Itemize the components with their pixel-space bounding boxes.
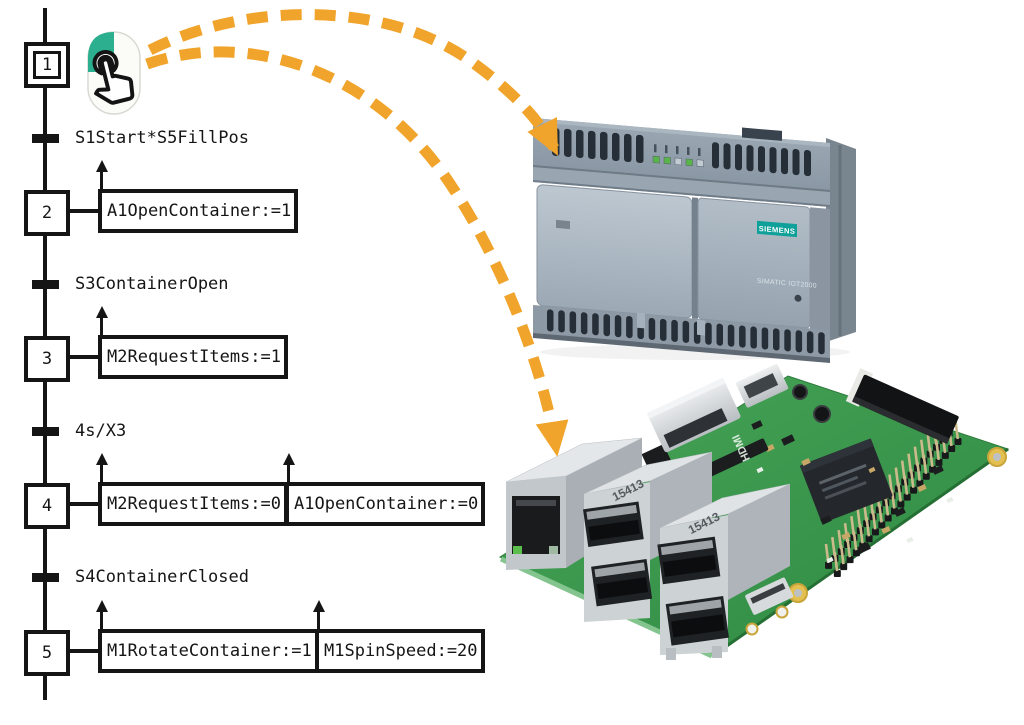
sfc-step-3: 3 — [24, 336, 70, 382]
action-arrow-head — [96, 453, 108, 465]
action-arrow-line — [100, 611, 103, 629]
sfc-step-5: 5 — [24, 630, 70, 676]
mouse-left-button — [88, 32, 114, 72]
sfc-transition-3-condition: 4s/X3 — [75, 421, 127, 441]
sfc-action-box: A1OpenContainer:=0 — [285, 482, 485, 526]
step-number: 3 — [41, 349, 53, 369]
action-arrow-line — [100, 464, 103, 482]
action-connector — [70, 502, 98, 506]
plc-shadow — [540, 344, 850, 360]
hdmi-silkscreen: HDMI — [730, 433, 753, 464]
action-arrow-line — [287, 464, 290, 482]
action-arrow-head — [313, 600, 325, 612]
sfc-step-1-initial: 1 — [24, 42, 70, 88]
step-number: 1 — [41, 55, 53, 75]
sfc-step-2: 2 — [24, 190, 70, 236]
sfc-action-box: M1RotateContainer:=1 — [98, 629, 319, 673]
action-arrow-line — [100, 171, 103, 189]
step-number: 5 — [41, 643, 53, 663]
action-arrow-line — [100, 317, 103, 335]
sfc-transition-4-bar — [32, 573, 59, 582]
step-number: 4 — [41, 496, 53, 516]
action-arrow-head — [283, 453, 295, 465]
pointer-hand-icon — [92, 50, 135, 105]
sfc-transition-2-condition: S3ContainerOpen — [75, 274, 229, 294]
sfc-transition-1-bar — [32, 134, 59, 143]
usb-port-stack: 15413 — [657, 483, 791, 660]
pcb — [498, 375, 1010, 656]
action-arrow-head — [96, 306, 108, 318]
sfc-transition-2-bar — [32, 280, 59, 289]
mounting-hole — [987, 447, 1007, 467]
mounting-hole — [788, 583, 808, 603]
sfc-transition-3-bar — [32, 427, 59, 436]
dsi-connector — [845, 368, 959, 444]
usb-port-label: 15413 — [686, 509, 722, 537]
plc-vent-row-left — [552, 127, 644, 164]
arrow-to-sbc — [145, 46, 569, 457]
plc-vent-row-bottom — [547, 309, 825, 355]
plc-model-text: SIMATIC IOT2000 — [757, 278, 817, 290]
usb-port-label: 15413 — [610, 476, 646, 504]
plc-body: SIEMENS SIMATIC IOT2000 — [533, 118, 830, 363]
sfc-action-box: M2RequestItems:=0 — [98, 482, 288, 526]
ethernet-port — [505, 437, 643, 570]
plc-left-door — [536, 184, 693, 319]
sfc-action-box: M2RequestItems:=1 — [98, 335, 288, 379]
small-components — [751, 420, 954, 564]
step-number: 2 — [41, 203, 53, 223]
sfc-transition-4-condition: S4ContainerClosed — [75, 567, 249, 587]
siemens-logo — [757, 220, 797, 238]
sfc-step-4: 4 — [24, 483, 70, 529]
usb-port-stack: 15413 — [583, 451, 713, 622]
plc-right-door — [697, 197, 811, 329]
action-arrow-line — [317, 611, 320, 629]
gpio-header-pins — [824, 411, 962, 578]
hdmi-port — [641, 377, 741, 475]
camera-connector — [745, 577, 794, 615]
soc-chip — [799, 438, 893, 523]
action-connector — [70, 209, 98, 213]
micro-usb-port — [735, 364, 789, 408]
action-connector — [70, 649, 98, 653]
sfc-action-box: A1OpenContainer:=1 — [98, 189, 298, 233]
plc-side-plate — [826, 138, 856, 342]
plc-led-indicators — [652, 144, 704, 168]
sfc-transition-1-condition: S1Start*S5FillPos — [75, 128, 249, 148]
action-arrow-head — [96, 160, 108, 172]
plc-vent-row-right — [712, 142, 811, 177]
action-arrow-head — [96, 600, 108, 612]
action-connector — [70, 355, 98, 359]
sfc-action-box: M1SpinSpeed:=20 — [315, 629, 485, 673]
siemens-logo-text: SIEMENS — [759, 224, 795, 236]
